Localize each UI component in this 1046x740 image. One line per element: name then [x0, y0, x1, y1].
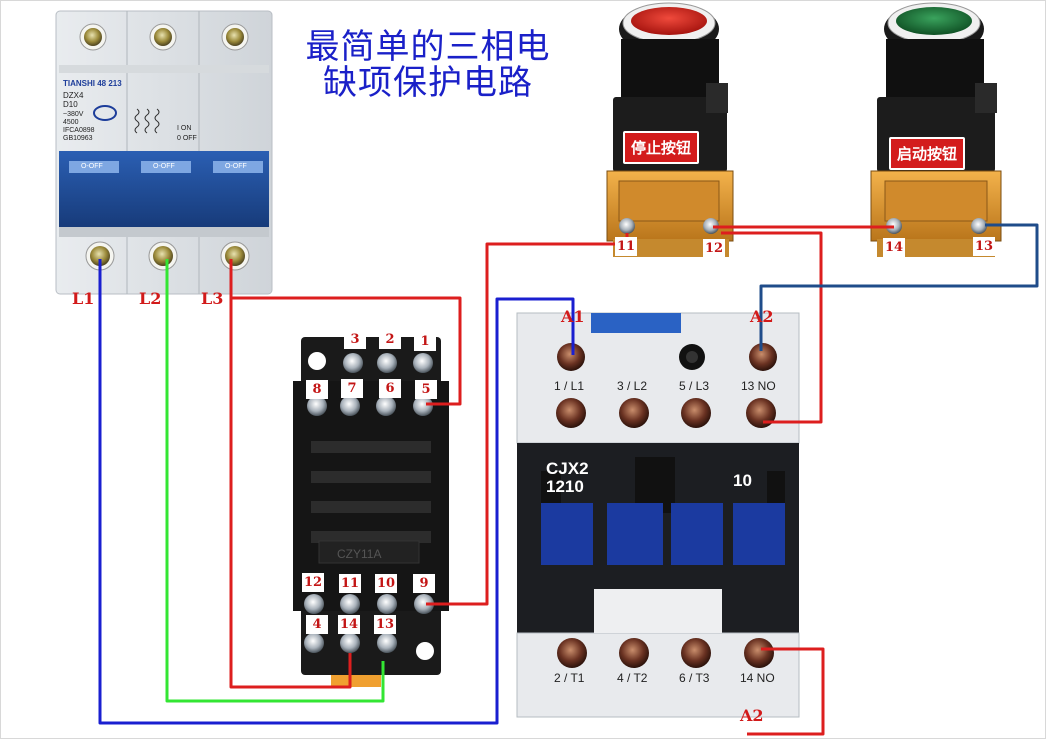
phase-label-l2: L2 — [139, 289, 162, 308]
stop-button-label: 停止按钮 — [623, 131, 700, 164]
contactor-aux-code: 10 — [733, 471, 752, 490]
circuit-breaker — [55, 10, 273, 295]
breaker-top-screws — [79, 23, 249, 51]
relay-pin-2: 2 — [379, 330, 401, 349]
contactor-terminal-4-t2: 4 / T2 — [617, 671, 648, 685]
stop-terminal-11: 11 — [615, 237, 638, 256]
breaker-spec-3: IFCA0898 — [63, 127, 95, 134]
breaker-switch-label-2: O-OFF — [153, 163, 175, 170]
coil-label-a2-bottom: A2 — [740, 706, 764, 725]
title-line-1: 最简单的三相电 — [305, 27, 551, 67]
relay-pin-5: 5 — [415, 380, 437, 399]
stop-pushbutton — [606, 2, 734, 257]
relay-pin-7: 7 — [341, 379, 363, 398]
start-pushbutton — [870, 2, 1002, 257]
relay-pin-1: 1 — [414, 332, 436, 351]
relay-pin-12: 12 — [302, 573, 325, 592]
contactor-terminal-3-l2: 3 / L2 — [617, 379, 648, 393]
relay-pin-13: 13 — [374, 615, 397, 634]
contactor-blue-blocks — [541, 503, 785, 565]
wire-14no-loop — [747, 647, 825, 736]
breaker-bottom-screws — [85, 241, 250, 271]
breaker-rating: D10 — [63, 100, 78, 109]
coil-label-a2: A2 — [750, 307, 774, 326]
contactor-bottom-screws — [557, 638, 774, 668]
contactor-terminal-6-t3: 6 / T3 — [679, 671, 710, 685]
diagram-title: 最简单的三相电 缺项保护电路 — [283, 29, 573, 101]
relay-top-screws — [307, 353, 433, 416]
breaker-spec-2: 4500 — [63, 119, 79, 126]
start-button-label: 启动按钮 — [889, 137, 966, 170]
phase-label-l1: L1 — [72, 289, 95, 308]
relay-pin-8: 8 — [306, 380, 328, 399]
stop-terminal-12: 12 — [703, 239, 726, 258]
relay-pin-4: 4 — [306, 615, 328, 634]
title-line-2: 缺项保护电路 — [323, 63, 533, 103]
relay-pin-14: 14 — [338, 615, 361, 634]
breaker-diagram-glyph — [134, 108, 160, 134]
contactor-terminal-13-no: 13 NO — [741, 379, 776, 393]
relay-base — [293, 337, 449, 687]
coil-label-a1: A1 — [561, 307, 585, 326]
relay-pin-9: 9 — [413, 574, 435, 593]
contactor-terminal-1-l1: 1 / L1 — [554, 379, 585, 393]
start-terminal-14: 14 — [883, 238, 906, 257]
breaker-model: DZX4 — [63, 91, 84, 100]
contactor-terminal-5-l3: 5 / L3 — [679, 379, 710, 393]
wire-start13-to-a2 — [759, 223, 1039, 351]
contactor-model-line-2: 1210 — [546, 477, 584, 496]
breaker-ccc-mark — [93, 105, 117, 121]
breaker-brand: TIANSHI 48 213 — [63, 79, 122, 88]
relay-bottom-screws — [304, 594, 434, 653]
breaker-spec-4: GB10963 — [63, 135, 93, 142]
contactor — [516, 312, 800, 718]
breaker-switch-label-1: O-OFF — [81, 163, 103, 170]
phase-label-l3: L3 — [201, 289, 224, 308]
breaker-on-text: I ON — [177, 125, 192, 132]
contactor-model-line-1: CJX2 — [546, 459, 589, 478]
contactor-terminal-14-no: 14 NO — [740, 671, 775, 685]
start-terminal-13: 13 — [973, 237, 996, 256]
relay-pin-11: 11 — [339, 574, 362, 593]
wire-l3-red-base — [229, 259, 352, 689]
breaker-off-text: 0 OFF — [177, 135, 197, 142]
relay-pin-3: 3 — [344, 330, 366, 349]
wire-l1-blue — [98, 259, 575, 725]
breaker-spec-1: ~380V — [63, 111, 84, 118]
relay-pin-6: 6 — [379, 379, 401, 398]
wire-l3-red-pin5 — [231, 296, 462, 406]
wire-stop-to-13no — [721, 231, 823, 424]
relay-pin-10: 10 — [375, 574, 398, 593]
wire-l2-green — [165, 259, 385, 703]
contactor-terminal-2-t1: 2 / T1 — [554, 671, 585, 685]
relay-model: CZY11A — [337, 547, 382, 561]
breaker-switch-label-3: O-OFF — [225, 163, 247, 170]
